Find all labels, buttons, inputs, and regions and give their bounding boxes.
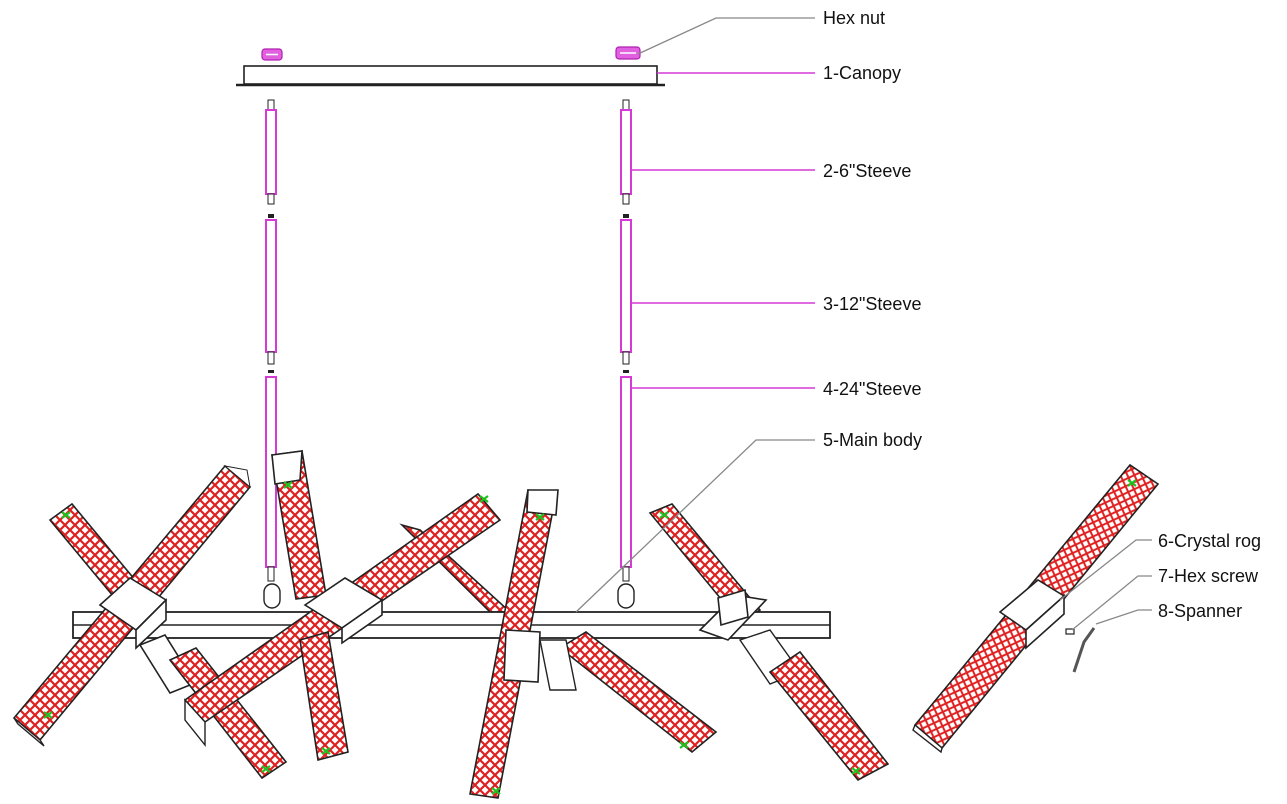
label-hex-screw: 7-Hex screw [1158,566,1259,586]
main-body-bar [72,583,831,639]
sleeves-left [265,99,277,582]
hex-nut-left [261,48,283,61]
sleeves-right [620,99,632,582]
label-crystal-rod: 6-Crystal rog [1158,531,1261,551]
canopy [236,65,665,87]
leader-lines [575,17,1152,631]
rod-end-caps [43,479,1137,795]
label-spanner: 8-Spanner [1158,601,1242,621]
label-canopy: 1-Canopy [823,63,901,83]
label-sleeve-24: 4-24"Steeve [823,379,921,399]
hex-nut-right [615,46,641,60]
label-sleeve-12: 3-12"Steeve [823,294,921,314]
label-main-body: 5-Main body [823,430,922,450]
label-hex-nut: Hex nut [823,8,885,28]
crystal-rods-front [12,463,1160,799]
spanner [1072,627,1096,673]
hex-screw [1065,628,1075,635]
label-sleeve-6: 2-6"Steeve [823,161,911,181]
